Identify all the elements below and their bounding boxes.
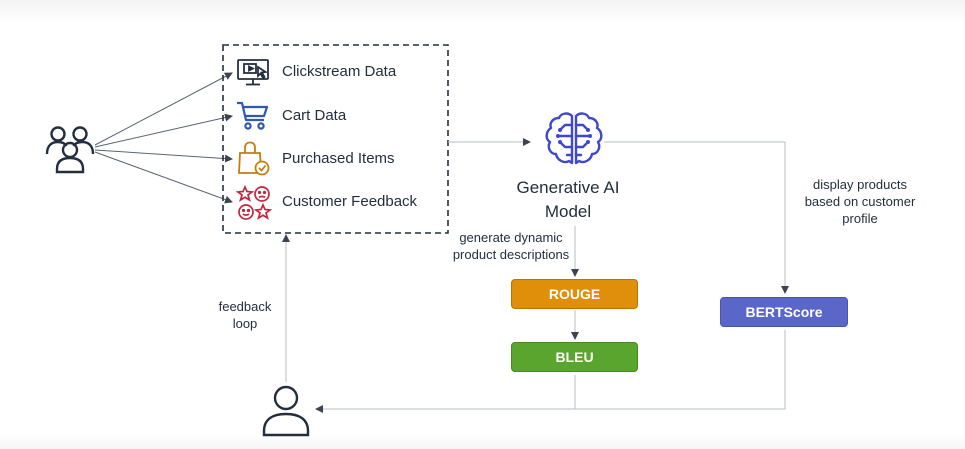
feedback-loop-note: feedback loop bbox=[210, 298, 280, 332]
shopping-cart-icon bbox=[237, 101, 269, 130]
display-note-line2: based on customer bbox=[804, 194, 916, 209]
generate-note-line2: product descriptions bbox=[452, 247, 570, 262]
users-group-icon bbox=[45, 126, 95, 174]
feedback-note-line2: loop bbox=[232, 316, 258, 331]
arrow-users-to-cart bbox=[94, 113, 233, 148]
rouge-metric-box: ROUGE bbox=[511, 279, 638, 309]
source-label-cart: Cart Data bbox=[282, 107, 347, 124]
data-sources-box bbox=[222, 44, 449, 234]
monitor-cursor-icon bbox=[237, 59, 269, 86]
model-title-line1: Generative AI bbox=[516, 178, 620, 197]
model-title: Generative AI Model bbox=[498, 176, 638, 224]
source-label-clickstream: Clickstream Data bbox=[282, 63, 397, 80]
line-model-to-bertscore bbox=[604, 141, 789, 294]
feedback-faces-stars-icon bbox=[236, 185, 272, 220]
arrow-users-to-feedback bbox=[94, 151, 233, 204]
top-band bbox=[0, 0, 965, 22]
user-icon bbox=[262, 385, 310, 437]
generate-note-line1: generate dynamic bbox=[459, 230, 563, 245]
arrow-users-to-purchased bbox=[94, 149, 233, 163]
display-note-line1: display products bbox=[813, 177, 907, 192]
brain-circuit-icon bbox=[545, 112, 603, 165]
bertscore-metric-box: BERTScore bbox=[720, 297, 848, 327]
bottom-shade bbox=[0, 435, 965, 449]
model-title-line2: Model bbox=[544, 202, 592, 221]
feedback-note-line1: feedback bbox=[218, 299, 272, 314]
arrow-users-to-clickstream bbox=[94, 72, 233, 146]
source-label-purchased: Purchased Items bbox=[282, 150, 395, 167]
display-note: display products based on customer profi… bbox=[790, 176, 930, 227]
source-label-feedback: Customer Feedback bbox=[282, 193, 418, 210]
arrow-results-to-user bbox=[315, 330, 786, 413]
bleu-metric-box: BLEU bbox=[511, 342, 638, 372]
shopping-bag-check-icon bbox=[238, 141, 270, 176]
generate-note: generate dynamic product descriptions bbox=[446, 229, 576, 263]
display-note-line3: profile bbox=[842, 211, 878, 226]
